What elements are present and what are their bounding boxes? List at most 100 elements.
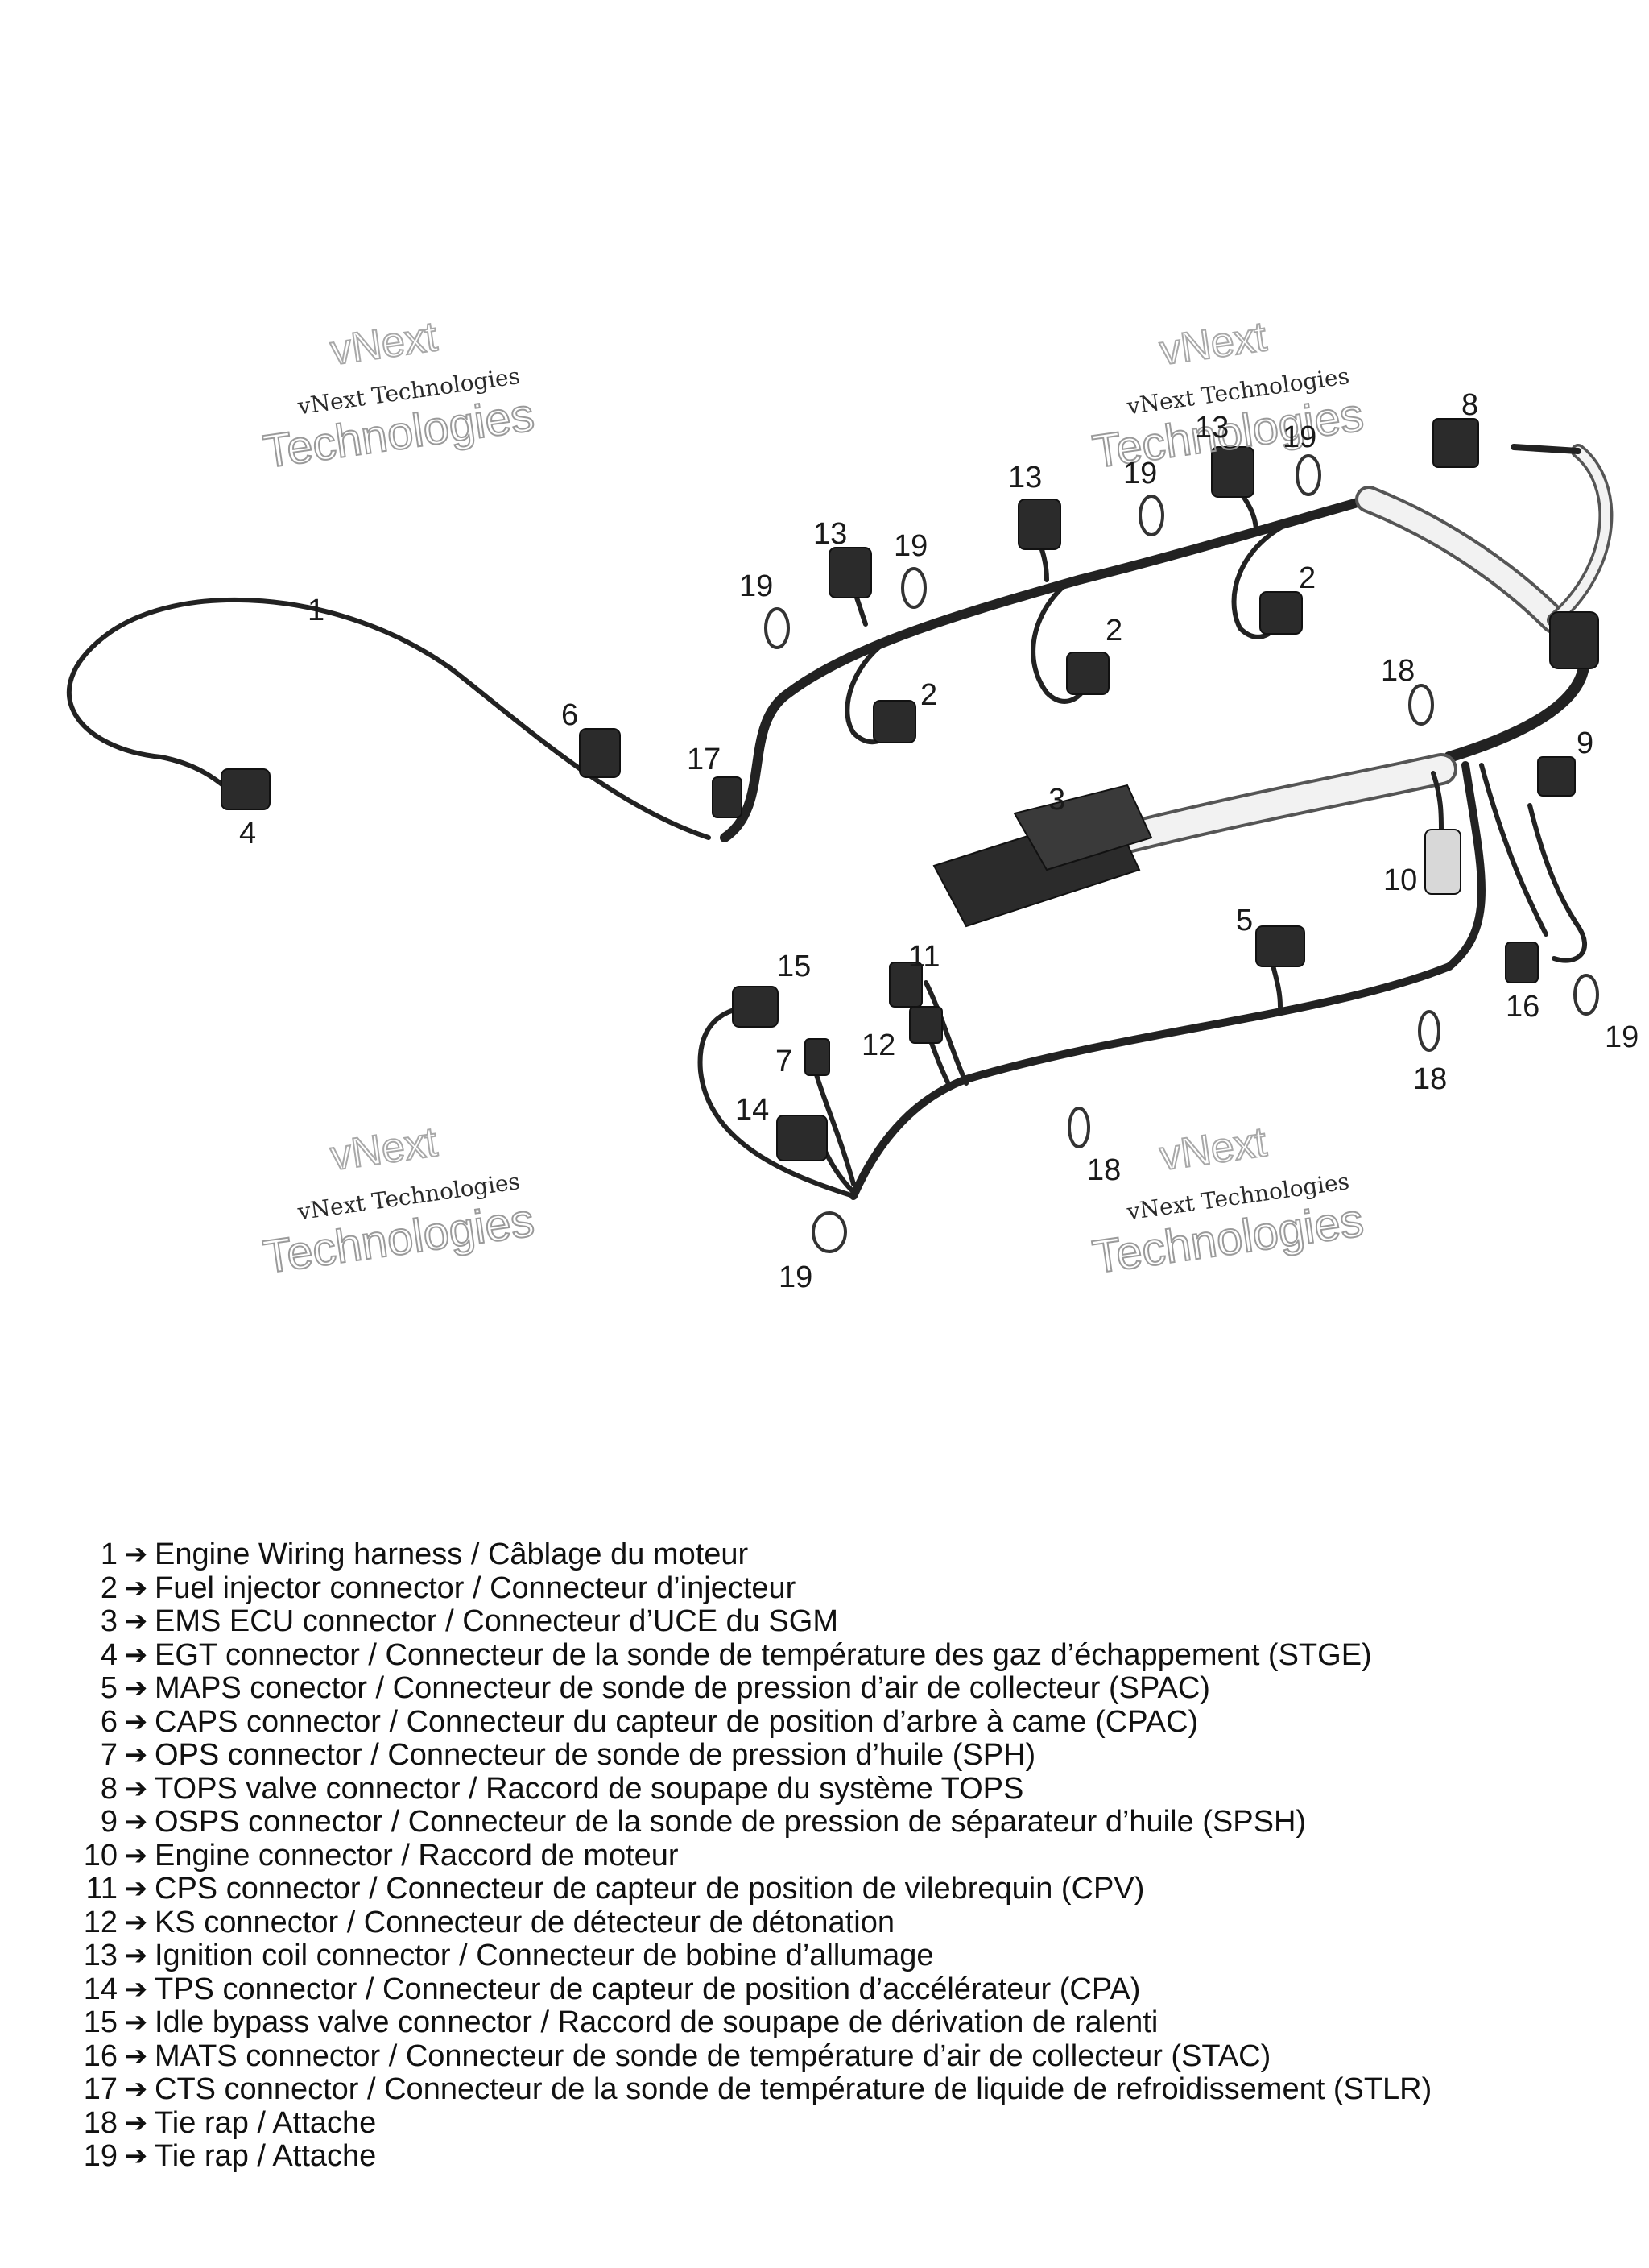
legend-number: 8 xyxy=(100,1771,118,1806)
engine-conn-lead xyxy=(1431,771,1444,832)
watermark-top: vNext xyxy=(1157,313,1270,375)
tie-rap-19-f xyxy=(812,1211,847,1253)
legend-row: 3➔EMS ECU connector / Connecteur d’UCE d… xyxy=(72,1604,1643,1639)
callout-labels: 1 2 2 2 3 4 5 6 7 8 9 10 11 12 13 13 13 … xyxy=(239,388,1639,1294)
injector-connector-2 xyxy=(1066,652,1110,695)
legend-text: Idle bypass valve connector / Raccord de… xyxy=(155,2005,1159,2039)
arrow-right-icon: ➔ xyxy=(124,1807,148,1837)
arrow-right-icon: ➔ xyxy=(124,2040,148,2071)
callout-3: 3 xyxy=(1048,783,1065,817)
legend-row: 15➔Idle bypass valve connector / Raccord… xyxy=(72,2005,1643,2040)
maps-lead xyxy=(1270,960,1283,1009)
tie-rap-18-b xyxy=(1418,1010,1440,1052)
tops-end-wire xyxy=(1511,444,1581,454)
ecu-conduit-inner xyxy=(1114,756,1454,850)
legend-number: 15 xyxy=(83,2005,118,2039)
ks-connector xyxy=(909,1006,943,1044)
arrow-right-icon: ➔ xyxy=(124,1973,148,2005)
legend-number: 6 xyxy=(100,1704,118,1739)
legend-text: CTS connector / Connecteur de la sonde d… xyxy=(155,2072,1432,2106)
arrow-right-icon: ➔ xyxy=(124,1572,148,1604)
legend-text: TOPS valve connector / Raccord de soupap… xyxy=(155,1771,1024,1806)
legend-row: 19➔Tie rap / Attache xyxy=(72,2139,1643,2174)
legend-text: Tie rap / Attache xyxy=(155,2105,377,2140)
legend-text: Tie rap / Attache xyxy=(155,2139,377,2173)
tie-rap-19-a xyxy=(764,607,790,649)
callout-16: 16 xyxy=(1506,990,1539,1024)
mats-loop xyxy=(1527,803,1588,963)
arrow-right-icon: ➔ xyxy=(124,1706,148,1737)
legend-row: 5➔MAPS conector / Connecteur de sonde de… xyxy=(72,1671,1643,1706)
legend-number: 4 xyxy=(100,1637,118,1672)
legend-text: Engine connector / Raccord de moteur xyxy=(155,1838,679,1873)
legend-text: Ignition coil connector / Connecteur de … xyxy=(155,1939,934,1972)
osps-connector xyxy=(1537,756,1576,797)
legend-number: 9 xyxy=(100,1805,118,1839)
tie-rap-18-c xyxy=(1068,1107,1090,1148)
arrow-right-icon: ➔ xyxy=(124,2007,148,2038)
coil-connector-3 xyxy=(1211,446,1254,498)
watermark-top: vNext xyxy=(1157,1119,1270,1180)
callout-2a: 2 xyxy=(920,678,937,712)
legend-row: 9➔OSPS connector / Connecteur de la sond… xyxy=(72,1805,1643,1840)
legend-number: 12 xyxy=(83,1905,118,1939)
legend-text: MATS connector / Connecteur de sonde de … xyxy=(155,2038,1271,2073)
legend-row: 10➔Engine connector / Raccord de moteur xyxy=(72,1838,1643,1873)
callout-11: 11 xyxy=(908,940,940,974)
callout-18c: 18 xyxy=(1087,1153,1121,1187)
callout-4: 4 xyxy=(239,817,256,850)
callout-7: 7 xyxy=(775,1045,792,1078)
tops-lead-inner xyxy=(1549,446,1610,625)
tops-connector xyxy=(1432,418,1479,468)
tie-rap-19-e xyxy=(1573,974,1599,1016)
arrow-right-icon: ➔ xyxy=(124,1539,148,1570)
legend-row: 17➔CTS connector / Connecteur de la sond… xyxy=(72,2072,1643,2107)
legend-number: 2 xyxy=(100,1571,118,1605)
injector-connector-3 xyxy=(1259,591,1303,635)
legend-text: CAPS connector / Connecteur du capteur d… xyxy=(155,1704,1199,1739)
callout-5: 5 xyxy=(1236,904,1253,937)
legend-number: 13 xyxy=(83,1939,118,1972)
watermark-top: vNext xyxy=(328,313,440,375)
legend-number: 7 xyxy=(100,1738,118,1772)
legend-row: 8➔TOPS valve connector / Raccord de soup… xyxy=(72,1771,1643,1807)
legend-number: 17 xyxy=(83,2072,118,2106)
tie-raps xyxy=(764,454,1599,1253)
callout-19f: 19 xyxy=(779,1260,812,1294)
callout-18b: 18 xyxy=(1413,1062,1447,1096)
egt-lead-wire xyxy=(66,597,711,840)
callout-9: 9 xyxy=(1577,726,1593,760)
arrow-right-icon: ➔ xyxy=(124,2074,148,2105)
legend-row: 11➔CPS connector / Connecteur de capteur… xyxy=(72,1872,1643,1906)
callout-19b: 19 xyxy=(894,529,928,563)
legend-number: 18 xyxy=(83,2105,118,2140)
arrow-right-icon: ➔ xyxy=(124,1639,148,1670)
arrow-right-icon: ➔ xyxy=(124,1673,148,1703)
arrow-right-icon: ➔ xyxy=(124,1840,148,1871)
callout-18a: 18 xyxy=(1381,654,1415,688)
legend-text: EGT connector / Connecteur de la sonde d… xyxy=(155,1637,1372,1672)
legend-number: 5 xyxy=(100,1671,118,1705)
legend-number: 19 xyxy=(83,2139,118,2173)
legend-number: 3 xyxy=(100,1604,118,1638)
tie-rap-19-c xyxy=(1139,495,1164,536)
tie-rap-18-a xyxy=(1408,684,1434,726)
tie-rap-19-d xyxy=(1296,454,1321,496)
legend-row: 6➔CAPS connector / Connecteur du capteur… xyxy=(72,1704,1643,1740)
trunk-grommet xyxy=(1549,611,1599,669)
legend-row: 2➔Fuel injector connector / Connecteur d… xyxy=(72,1571,1643,1606)
watermark-top: vNext xyxy=(328,1119,440,1180)
callout-1: 1 xyxy=(308,594,324,627)
legend-number: 14 xyxy=(83,1972,118,2006)
callout-8: 8 xyxy=(1461,388,1478,422)
tie-rap-19-b xyxy=(901,567,927,609)
connectors xyxy=(221,418,1599,1161)
legend-text: Fuel injector connector / Connecteur d’i… xyxy=(155,1571,796,1605)
legend-text: EMS ECU connector / Connecteur d’UCE du … xyxy=(155,1604,839,1638)
cts-connector xyxy=(712,776,742,818)
callout-13a: 13 xyxy=(813,517,847,551)
callout-19d: 19 xyxy=(1283,420,1316,454)
arrow-right-icon: ➔ xyxy=(124,2141,148,2171)
tps-connector xyxy=(776,1115,828,1161)
legend-text: OSPS connector / Connecteur de la sonde … xyxy=(155,1805,1307,1839)
